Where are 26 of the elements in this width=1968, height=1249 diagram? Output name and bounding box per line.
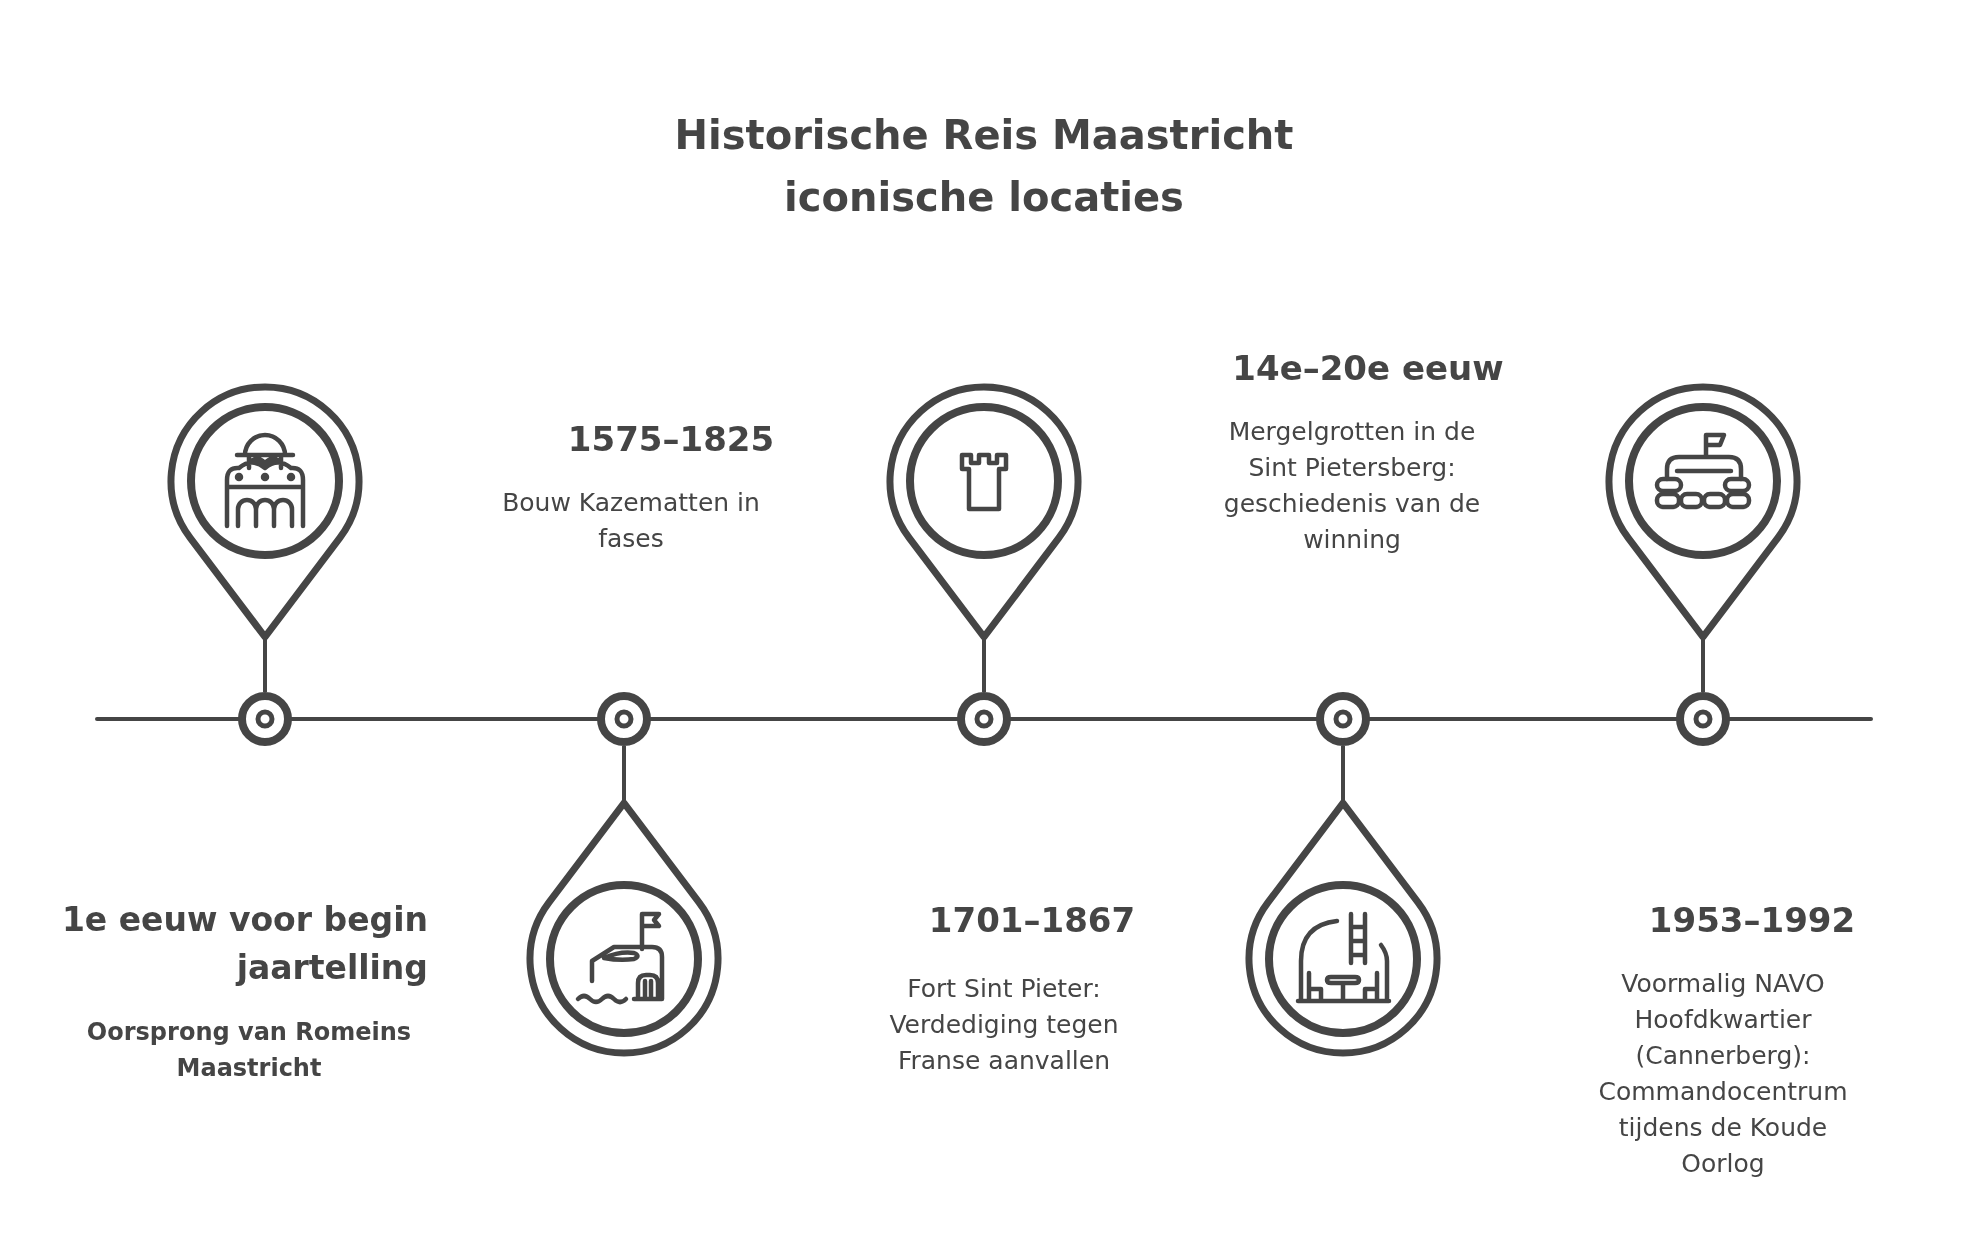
date-heading: 14e–20e eeuw — [1231, 347, 1505, 390]
event-description: Oorsprong van Romeins Maastricht — [85, 1017, 413, 1084]
timeline-marker — [238, 692, 292, 746]
location-pin — [1605, 383, 1801, 641]
diagram-title: Historische Reis Maastricht iconische locaties — [673, 111, 1295, 222]
location-pin — [886, 383, 1082, 641]
date-heading: 1701–1867 — [927, 899, 1137, 942]
connector-line — [1341, 746, 1345, 803]
location-pin — [1245, 799, 1441, 1057]
event-description: Fort Sint Pieter: Verdediging tegen Franse aanvallen — [888, 973, 1120, 1077]
connector-line — [263, 637, 267, 692]
date-heading: 1e eeuw voor begin jaartelling — [60, 899, 428, 989]
connector-line — [982, 637, 986, 692]
date-heading: 1575–1825 — [566, 418, 776, 461]
connector-line — [1701, 637, 1705, 692]
location-pin — [167, 383, 363, 641]
event-description: Voormalig NAVO Hoofdkwartier (Cannerberg): Commandocentrum tijdens de Koude Oorlog — [1597, 968, 1849, 1180]
event-description: Bouw Kazematten in fases — [501, 487, 761, 555]
timeline-marker — [597, 692, 651, 746]
location-pin — [526, 799, 722, 1057]
timeline-marker — [1676, 692, 1730, 746]
date-heading: 1953–1992 — [1647, 899, 1857, 942]
timeline-marker — [1316, 692, 1370, 746]
connector-line — [622, 746, 626, 803]
timeline-marker — [957, 692, 1011, 746]
event-description: Mergelgrotten in de Sint Pietersberg: geschiedenis van de winning — [1222, 416, 1482, 556]
